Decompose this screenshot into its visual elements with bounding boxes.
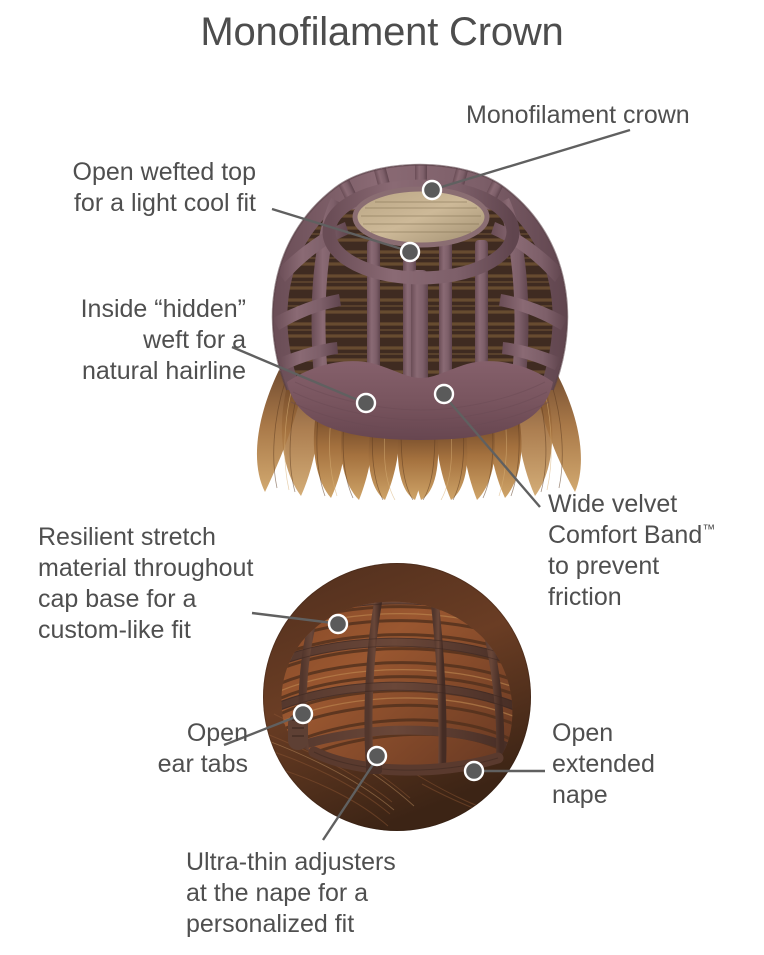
label-open-extended-nape: Open extended nape xyxy=(552,719,655,809)
label-inside-hidden-weft: Inside “hidden” weft for a natural hairl… xyxy=(80,295,246,385)
comfort-band-text-main: Wide velvet Comfort Band xyxy=(548,490,703,549)
cap-dome xyxy=(271,163,569,440)
label-ultra-thin-adjusters: Ultra-thin adjusters at the nape for a p… xyxy=(186,848,396,938)
label-resilient-stretch-material: Resilient stretch material throughout ca… xyxy=(38,523,254,644)
wig-cap-rear-view-photo xyxy=(225,120,615,501)
label-open-ear-tabs: Open ear tabs xyxy=(157,719,248,778)
trademark-symbol: ™ xyxy=(702,521,716,537)
page-title: Monofilament Crown xyxy=(200,10,564,54)
label-wide-velvet-comfort-band: Wide velvet Comfort Band™ to prevent fri… xyxy=(548,489,715,613)
label-open-wefted-top: Open wefted top for a light cool fit xyxy=(72,158,256,217)
label-monofilament-crown: Monofilament crown xyxy=(466,101,690,129)
wig-cap-rear-svg xyxy=(256,163,581,501)
monofilament-crown-patch xyxy=(352,186,490,248)
ear-tab xyxy=(288,714,308,750)
comfort-band-text-tail: to prevent friction xyxy=(548,552,660,611)
